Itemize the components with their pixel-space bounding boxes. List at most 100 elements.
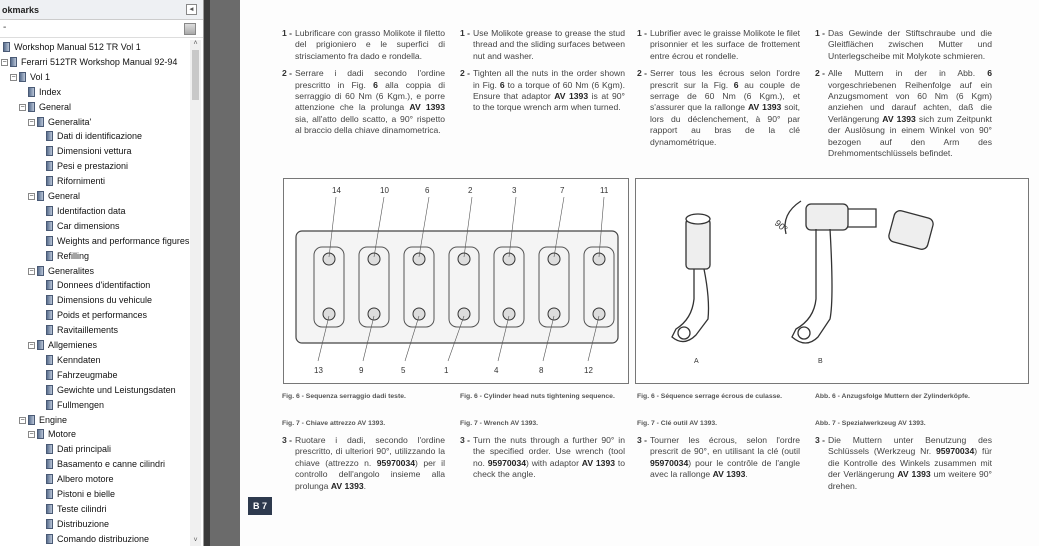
- bookmark-item[interactable]: − Vol 1: [0, 70, 190, 85]
- scroll-down-icon[interactable]: ˅: [193, 537, 198, 544]
- sequence-label: 5: [401, 366, 406, 375]
- combustion-chamber: [493, 246, 525, 328]
- bookmark-label: Comando distribuzione: [57, 533, 150, 544]
- bookmark-item[interactable]: Ravitaillements: [0, 323, 190, 338]
- instruction-step: 2 -Tighten all the nuts in the order sho…: [460, 68, 625, 113]
- bookmark-item[interactable]: Fahrzeugmabe: [0, 368, 190, 383]
- combustion-chamber: [583, 246, 615, 328]
- head-nut: [592, 252, 606, 266]
- fig6-caption: Fig. 6 - Sequenza serraggio dadi teste.: [282, 393, 406, 400]
- bookmark-item[interactable]: Kenndaten: [0, 353, 190, 368]
- collapse-toggle-icon[interactable]: −: [28, 431, 35, 439]
- combustion-chamber: [313, 246, 345, 328]
- instructions-bottom: 3 -Turn the nuts through a further 90° i…: [460, 435, 625, 487]
- bookmark-icon: [46, 235, 53, 246]
- bookmark-item[interactable]: Dimensions du vehicule: [0, 293, 190, 308]
- bookmark-label: Workshop Manual 512 TR Vol 1: [14, 42, 141, 52]
- head-nut: [502, 307, 516, 321]
- instructions-bottom: 3 -Tourner les écrous, selon l'ordre pre…: [637, 435, 800, 487]
- bookmark-label: Ravitaillements: [57, 325, 119, 336]
- collapse-panel-button[interactable]: ◂: [186, 4, 197, 15]
- bookmark-item[interactable]: −General: [0, 100, 190, 115]
- bookmark-label: Gewichte und Leistungsdaten: [57, 384, 176, 395]
- head-nut: [367, 307, 381, 321]
- bookmark-item[interactable]: Workshop Manual 512 TR Vol 1: [0, 40, 190, 55]
- tree-scrollbar[interactable]: ˄ ˅: [190, 40, 201, 546]
- step-number: 2 -: [282, 68, 293, 79]
- bookmark-item[interactable]: −Ferarri 512TR Workshop Manual 92-94: [0, 55, 190, 70]
- bookmark-item[interactable]: Basamento e canne cilindri: [0, 457, 190, 472]
- bookmark-item[interactable]: Gewichte und Leistungsdaten: [0, 383, 190, 398]
- head-nut: [502, 252, 516, 266]
- collapse-toggle-icon[interactable]: −: [10, 73, 17, 81]
- bookmark-item[interactable]: Fullmengen: [0, 398, 190, 413]
- bookmark-label: Distribuzione: [57, 518, 110, 529]
- bookmark-item[interactable]: Dati principali: [0, 442, 190, 457]
- step-number: 1 -: [815, 28, 826, 38]
- bookmark-item[interactable]: Pesi e prestazioni: [0, 159, 190, 174]
- bookmark-item[interactable]: − General: [0, 189, 190, 204]
- bookmark-label: Fahrzeugmabe: [57, 369, 118, 380]
- bookmark-label: Weights and performance figures: [57, 235, 190, 246]
- bookmark-item[interactable]: Rifornimenti: [0, 174, 190, 189]
- bookmark-item[interactable]: Index: [0, 85, 190, 100]
- sequence-label: 8: [539, 366, 544, 375]
- head-nut: [547, 252, 561, 266]
- bookmark-item[interactable]: −Generalites: [0, 264, 190, 279]
- bookmark-item[interactable]: Distribuzione: [0, 517, 190, 532]
- collapse-toggle-icon[interactable]: −: [28, 118, 35, 126]
- bookmark-label: Motore: [48, 429, 77, 440]
- bookmark-label: General: [48, 191, 81, 201]
- bookmark-label: Pistoni e bielle: [57, 489, 116, 499]
- bookmark-item[interactable]: Dimensioni vettura: [0, 144, 190, 159]
- instructions-bottom: 3 -Ruotare i dadi, secondo l'ordine pres…: [282, 435, 445, 498]
- panel-splitter[interactable]: [204, 0, 210, 546]
- collapse-toggle-icon[interactable]: −: [19, 103, 26, 111]
- fig7-caption: Fig. 7 - Wrench AV 1393.: [460, 420, 539, 427]
- bookmark-icon: [46, 489, 53, 499]
- bookmark-item[interactable]: Teste cilindri: [0, 502, 190, 517]
- bookmark-item[interactable]: −Generalita': [0, 115, 190, 130]
- sequence-label: 7: [560, 186, 565, 195]
- bookmark-options-icon[interactable]: [184, 23, 196, 35]
- bookmark-item[interactable]: Weights and performance figures: [0, 234, 190, 249]
- scroll-up-icon[interactable]: ˄: [193, 40, 198, 47]
- bookmark-item[interactable]: Donnees d'identifaction: [0, 278, 190, 293]
- bookmark-item[interactable]: −Engine: [0, 413, 190, 428]
- bookmark-item[interactable]: Poids et performances: [0, 308, 190, 323]
- collapse-toggle-icon[interactable]: −: [28, 342, 35, 349]
- bookmark-label: Dati di identificazione: [57, 131, 143, 142]
- head-nut: [457, 252, 471, 266]
- collapse-toggle-icon[interactable]: −: [28, 193, 35, 200]
- bookmark-item[interactable]: Car dimensions: [0, 219, 190, 234]
- bookmarks-menu-button[interactable]: -: [3, 22, 7, 33]
- bookmark-item[interactable]: Pistoni e bielle: [0, 487, 190, 502]
- step-number: 1 -: [282, 28, 293, 38]
- sequence-label: 12: [584, 366, 593, 375]
- bookmark-label: Vol 1: [30, 71, 51, 82]
- bookmark-icon: [46, 295, 53, 306]
- bookmark-item[interactable]: − Motore: [0, 427, 190, 442]
- instructions-top: 1 -Lubrificare con grasso Molikote il fi…: [282, 28, 445, 143]
- bookmark-label: Index: [39, 86, 62, 97]
- bookmark-item[interactable]: Identifaction data: [0, 204, 190, 219]
- head-nut: [367, 252, 381, 266]
- collapse-toggle-icon[interactable]: −: [1, 58, 8, 66]
- bookmark-icon: [46, 369, 53, 380]
- bookmark-item[interactable]: −Allgemienes: [0, 338, 190, 353]
- fig7-caption: Fig. 7 - Chiave attrezzo AV 1393.: [282, 420, 386, 427]
- bookmark-item[interactable]: Albero motore: [0, 472, 190, 487]
- sequence-label: 13: [314, 366, 323, 375]
- bookmark-item[interactable]: Dati di identificazione: [0, 129, 190, 144]
- bookmark-icon: [37, 429, 44, 440]
- collapse-toggle-icon[interactable]: −: [19, 416, 26, 424]
- bookmark-item[interactable]: Comando distribuzione: [0, 532, 190, 546]
- scrollbar-thumb[interactable]: [192, 50, 199, 100]
- bookmark-item[interactable]: Refilling: [0, 249, 190, 264]
- angle-label: 90°: [773, 218, 790, 235]
- bookmark-label: Kenndaten: [57, 354, 101, 365]
- bookmarks-toolbar: -: [0, 20, 203, 38]
- instruction-step: 2 -Serrare i dadi secondo l'ordine presc…: [282, 68, 445, 136]
- collapse-toggle-icon[interactable]: −: [28, 267, 35, 275]
- instruction-step: 1 -Use Molikote grease to grease the stu…: [460, 28, 625, 61]
